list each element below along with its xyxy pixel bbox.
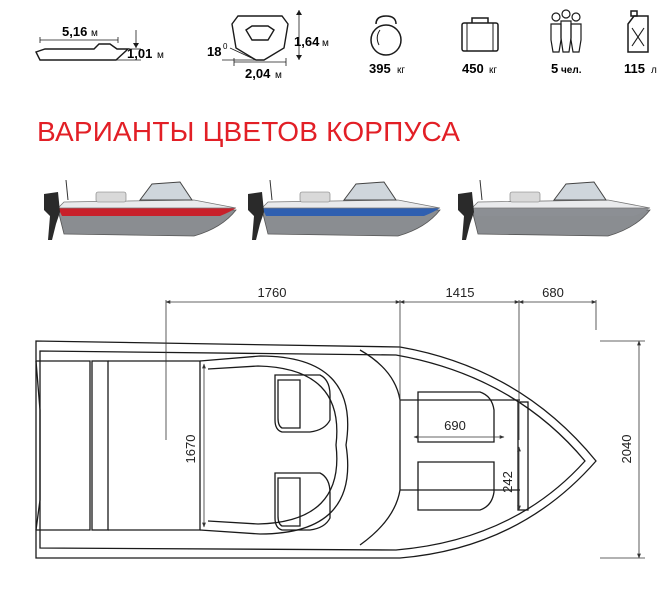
hull-outline <box>35 340 597 559</box>
outboard-motor <box>458 192 474 240</box>
antenna <box>269 179 273 201</box>
hull-body <box>471 209 651 237</box>
windscreen <box>343 181 397 201</box>
dim-hatch-width: 242 <box>500 471 515 493</box>
seat <box>299 191 331 203</box>
hull-depth-unit: м <box>322 38 329 49</box>
payload-value: 450 <box>462 61 484 76</box>
dim-cockpit-length: 1760 <box>258 285 287 300</box>
boat-thumbnail-gray <box>458 179 651 240</box>
dim-hatch-length: 690 <box>444 418 466 433</box>
outboard-motor <box>44 192 60 240</box>
hull-body <box>57 209 237 237</box>
dim-midsection-length: 1415 <box>446 285 475 300</box>
fuel-unit: л <box>651 65 657 76</box>
hull-stripe <box>472 208 650 216</box>
persons-icon <box>550 9 582 53</box>
height-unit: м <box>157 50 164 61</box>
seat <box>95 191 127 203</box>
boat-thumbnail-red <box>44 179 237 240</box>
fuel-value: 115 <box>624 61 645 76</box>
weight-unit: кг <box>397 65 405 76</box>
hull-stripe <box>262 208 440 216</box>
height-value: 1,01 <box>127 46 152 61</box>
spec-strip: 5,16 м 1,01 м 18 0 1,64 м 2,04 м 395 кг … <box>35 9 657 81</box>
weight-value: 395 <box>369 61 391 76</box>
seat <box>509 191 541 203</box>
suitcase-icon <box>461 17 499 52</box>
hull-color-variants <box>44 179 651 240</box>
windscreen <box>139 181 193 201</box>
colors-heading: ВАРИАНТЫ ЦВЕТОВ КОРПУСА <box>37 116 461 147</box>
fuel-can-icon <box>627 10 649 53</box>
beam-unit: м <box>275 70 282 81</box>
dimension-lines <box>165 300 645 559</box>
dim-interior-width: 1670 <box>183 435 198 464</box>
windscreen <box>553 181 607 201</box>
hull-section-icon <box>222 10 302 66</box>
kettlebell-icon <box>370 15 402 56</box>
dim-bow-length: 680 <box>542 285 564 300</box>
hull-depth-value: 1,64 <box>294 34 320 49</box>
beam-value: 2,04 <box>245 66 271 81</box>
dim-overall-width: 2040 <box>619 435 634 464</box>
deadrise-value: 18 <box>207 44 221 59</box>
outboard-motor <box>248 192 264 240</box>
antenna <box>65 179 69 201</box>
antenna <box>479 179 483 201</box>
hull-body <box>261 209 441 237</box>
deadrise-unit: 0 <box>223 42 228 51</box>
length-unit: м <box>91 28 98 39</box>
persons-value: 5 <box>551 61 558 76</box>
persons-unit: чел. <box>561 65 582 76</box>
boat-thumbnail-blue <box>248 179 441 240</box>
boat-profile-icon <box>35 30 141 61</box>
hull-stripe <box>58 208 236 216</box>
payload-unit: кг <box>489 65 497 76</box>
length-value: 5,16 <box>62 24 87 39</box>
